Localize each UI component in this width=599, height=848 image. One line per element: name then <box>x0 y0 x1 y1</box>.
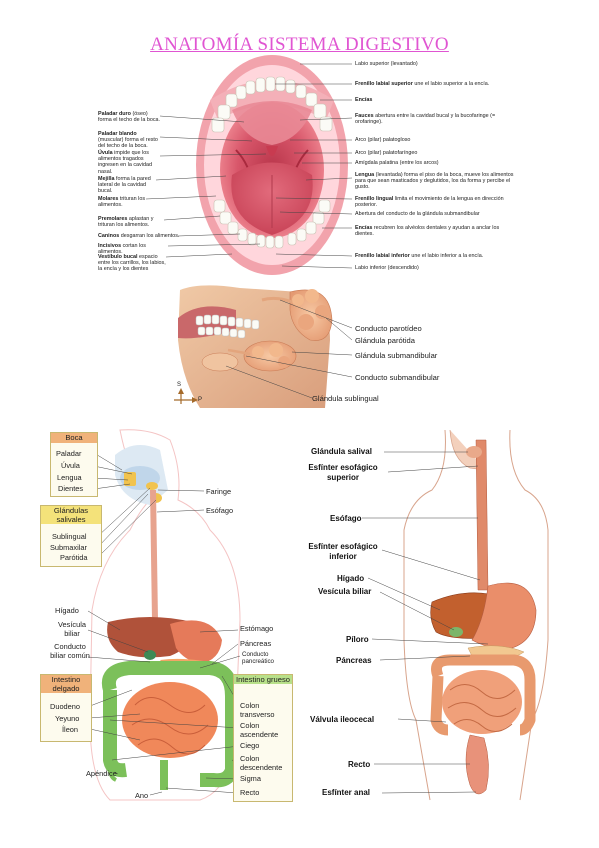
label-premolares: Premolares aplastan y trituran los alime… <box>98 216 154 229</box>
label-incisivos: Incisivos cortan los alimentos. <box>98 243 146 256</box>
label-submaxilar: Submaxilar <box>50 543 87 552</box>
label-recto-3: Recto <box>348 760 371 769</box>
label-paladar-blando: Paladar blando (muscular) forma el resto… <box>98 131 158 150</box>
label-paladar-duro: Paladar duro (óseo) forma el techo de la… <box>98 111 161 124</box>
label-vesicula-2: Vesícula biliar <box>318 587 372 596</box>
label-valvula-ileocecal: Válvula ileocecal <box>310 715 375 724</box>
delgado-header: Intestino delgado <box>41 675 91 693</box>
label-fauces: Fauces abertura entre la cavidad bucal y… <box>355 113 496 126</box>
label-glandula-salival: Glándula salival <box>311 447 372 456</box>
grueso-box: Intestino grueso <box>233 674 293 802</box>
label-caninos: Caninos desgarran los alimentos. <box>98 233 180 239</box>
boca-box: Boca <box>50 432 98 497</box>
label-uvula: Úvula impide que los alimentos tragados … <box>98 150 152 175</box>
label-vestibulo: Vestíbulo bucal espacio entre los carril… <box>98 254 166 273</box>
label-lengua: Lengua (levantada) forma el piso de la b… <box>355 172 514 191</box>
label-colon-transverso: Colon transverso <box>240 701 275 719</box>
label-colon-ascendente: Colon ascendente <box>240 721 279 739</box>
grueso-header: Intestino grueso <box>234 675 292 684</box>
glandulas-box: Glándulas salivales <box>40 505 102 567</box>
label-colon-descendente: Colon descendente <box>240 754 283 772</box>
label-amigdala: Amígdala palatina (entre los arcos) <box>355 160 439 166</box>
label-ileon: Íleon <box>62 725 79 734</box>
label-apendice: Apéndice <box>86 769 117 778</box>
boca-header: Boca <box>51 433 97 443</box>
label-vesicula: Vesícula biliar <box>58 620 86 638</box>
label-yeyuno: Yeyuno <box>55 714 80 723</box>
label-glandula-parotida: Glándula parótida <box>355 336 415 345</box>
upper-teeth <box>211 76 333 133</box>
label-molares: Molares trituran los alimentos. <box>98 196 146 209</box>
label-sigma: Sigma <box>240 774 261 783</box>
label-arco-palatogloso: Arco (pilar) palatogloso <box>355 137 411 143</box>
label-glandula-sublingual: Glándula sublingual <box>312 394 379 403</box>
label-conducto-submandibular: Conducto submandibular <box>355 373 440 382</box>
label-conducto-parotideo: Conducto parotídeo <box>355 324 422 333</box>
label-duodeno: Duodeno <box>50 702 80 711</box>
label-esofago: Esófago <box>206 506 234 515</box>
label-recto-2: Recto <box>240 788 260 797</box>
label-esfinter-inferior: Esfínter esofágico inferior <box>308 542 378 561</box>
label-dientes: Dientes <box>58 484 84 493</box>
compass-p: P <box>198 397 203 403</box>
label-pancreas: Páncreas <box>240 639 272 648</box>
lower-teeth <box>213 199 331 249</box>
label-parotida: Parótida <box>60 553 88 562</box>
label-frenillo-inferior: Frenillo labial inferior une el labio in… <box>355 253 484 259</box>
label-paladar: Paladar <box>56 449 82 458</box>
label-glandula-submandibular: Glándula submandibular <box>355 351 438 360</box>
label-arco-palatofaringeo: Arco (pilar) palatofaríngeo <box>355 150 418 156</box>
label-higado-2: Hígado <box>337 574 365 583</box>
delgado-box: Intestino delgado <box>40 674 92 742</box>
label-higado: Hígado <box>55 606 79 615</box>
label-abertura-conducto: Abertura del conducto de la glándula sub… <box>355 211 480 217</box>
label-labio-superior: Labio superior (levantado) <box>355 61 418 67</box>
label-uvula-2: Úvula <box>61 461 80 470</box>
label-faringe: Faringe <box>206 487 232 496</box>
page-title: ANATOMÍA SISTEMA DIGESTIVO <box>150 34 449 55</box>
label-esofago-2: Esófago <box>330 514 362 523</box>
glandulas-header: Glándulas salivales <box>41 506 101 524</box>
label-pancreas-2: Páncreas <box>336 656 372 665</box>
label-frenillo-lingual: Frenillo lingual limita el movimiento de… <box>355 196 504 209</box>
label-lengua-2: Lengua <box>57 473 82 482</box>
label-encias: Encías <box>355 97 373 103</box>
label-sublingual: Sublingual <box>52 532 87 541</box>
label-conducto-biliar: Conducto biliar común <box>50 642 90 660</box>
label-esfinter-superior: Esfínter esofágico superior <box>308 463 378 482</box>
label-estomago: Estómago <box>240 624 274 633</box>
label-frenillo-superior: Frenillo labial superior une el labio su… <box>355 81 490 87</box>
label-ciego: Ciego <box>240 741 260 750</box>
label-esfinter-anal: Esfínter anal <box>322 788 371 797</box>
label-conducto-pancreatico: Conducto pancreático <box>242 651 274 666</box>
label-ano: Ano <box>135 791 149 800</box>
label-piloro: Píloro <box>346 635 369 644</box>
label-mejilla: Mejilla forma la pared lateral de la cav… <box>98 176 151 195</box>
compass-s: S <box>177 382 182 388</box>
label-labio-inferior: Labio inferior (descendido) <box>355 265 419 271</box>
label-encias-inferior: Encías recubren los alvéolos dentales y … <box>355 225 500 238</box>
